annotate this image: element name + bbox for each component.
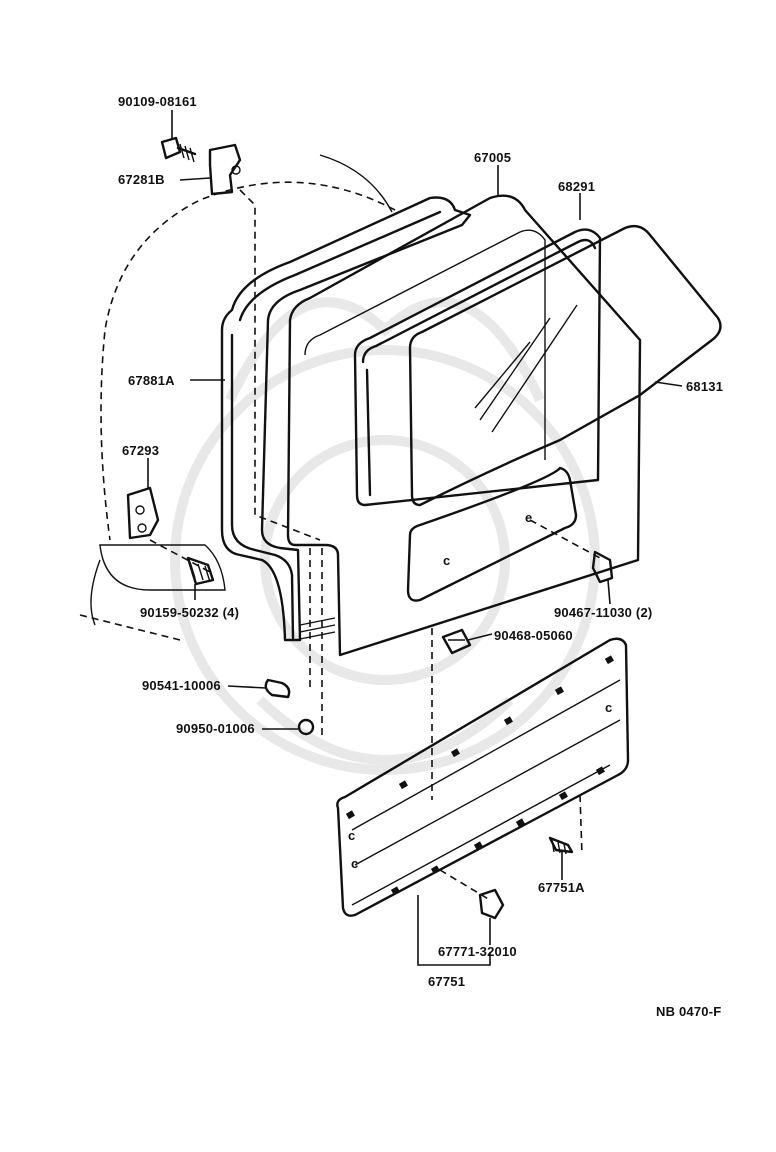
- label-90109-08161: 90109-08161: [118, 94, 197, 109]
- glass-molding: [353, 228, 602, 507]
- label-67293: 67293: [122, 443, 159, 458]
- label-67751: 67751: [428, 974, 465, 989]
- label-67881a: 67881A: [128, 373, 175, 388]
- clip-part-67751a: [548, 836, 574, 855]
- clip-part-67771: [478, 888, 505, 920]
- diagram-ref-code: NB 0470-F: [656, 1004, 721, 1019]
- back-glass: [408, 224, 722, 507]
- label-68131: 68131: [686, 379, 723, 394]
- label-90468-05060: 90468-05060: [494, 628, 573, 643]
- label-67005: 67005: [474, 150, 511, 165]
- cushion-part-90541: [264, 678, 291, 699]
- lower-window-opening: c e: [406, 466, 578, 602]
- clip-part-90468: [441, 628, 472, 655]
- svg-text:c: c: [348, 828, 355, 843]
- vehicle-body-outline: [79, 154, 396, 641]
- svg-text:c: c: [443, 553, 450, 568]
- label-90159-50232: 90159-50232 (4): [140, 605, 239, 620]
- clip-part-90467: [591, 550, 614, 584]
- svg-text:c: c: [605, 700, 612, 715]
- label-90541-10006: 90541-10006: [142, 678, 221, 693]
- trim-board: c c c: [336, 637, 630, 917]
- label-67281b: 67281B: [118, 172, 165, 187]
- label-68291: 68291: [558, 179, 595, 194]
- label-90467-11030: 90467-11030 (2): [554, 605, 652, 620]
- svg-text:e: e: [525, 510, 532, 525]
- bolt-part-90109: [160, 136, 197, 163]
- bolt-part-90159: [186, 556, 215, 586]
- svg-text:c: c: [351, 856, 358, 871]
- part-labels: 90109-08161 67281B 67005 68291 67881A 68…: [118, 94, 723, 1019]
- label-67771-32010: 67771-32010: [438, 944, 517, 959]
- leader-lines: [147, 110, 683, 966]
- hinge-bracket-part: [208, 143, 242, 196]
- striker-part: [126, 486, 160, 540]
- label-90950-01006: 90950-01006: [176, 721, 255, 736]
- label-67751a: 67751A: [538, 880, 585, 895]
- weatherstrip: [220, 196, 472, 642]
- back-door-panel: [286, 194, 642, 657]
- plug-part-90950: [297, 718, 315, 736]
